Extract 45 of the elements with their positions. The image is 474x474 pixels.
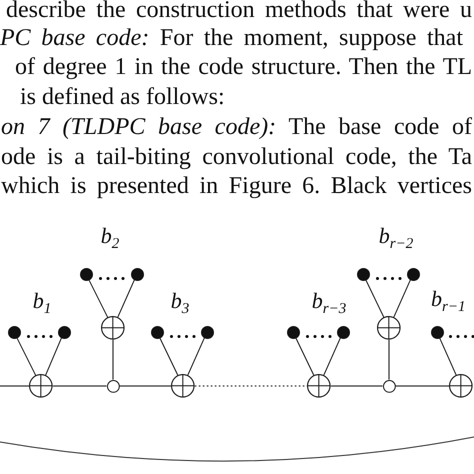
text-line: which is presented in Figure 6. Black vertices [1, 176, 472, 196]
filled-dot [130, 268, 144, 280]
text-line: describe the construction methods that were u [6, 0, 472, 20]
connector-line [159, 337, 178, 376]
filled-dot [406, 268, 420, 280]
filled-dot [430, 326, 444, 338]
connector-line [295, 337, 314, 376]
text-line: is defined as follows: [20, 87, 225, 107]
small-circle [106, 380, 120, 392]
connector-line [323, 337, 341, 376]
connector-line [439, 337, 457, 376]
filled-dot [58, 326, 70, 338]
math-label: b$_{2}$ [100, 225, 120, 247]
text-line: on 7 (TLDPC base code): The base code of [1, 117, 472, 137]
math-label: b$_{r−3}$ [312, 290, 346, 312]
filled-dot [286, 326, 300, 338]
circled-plus [29, 374, 53, 398]
connector-line [393, 279, 411, 318]
filled-dot [80, 268, 92, 280]
text-line: of degree 1 in the code structure. Then the TL [15, 57, 472, 77]
text-line: ode is a tail-biting convolutional code, the Ta [1, 147, 472, 167]
filled-dot [150, 326, 164, 338]
filled-dot [356, 268, 370, 280]
connector-line [187, 337, 205, 376]
math-label: b$_{3}$ [170, 290, 190, 312]
connector-line [16, 337, 36, 376]
math-label: b$_{1}$ [32, 290, 52, 312]
math-label: b$_{r−1}$ [431, 288, 466, 310]
math-label: b$_{r−2}$ [378, 225, 414, 247]
small-circle [382, 380, 396, 392]
connector-line [365, 279, 384, 318]
circled-plus [449, 374, 473, 398]
connector-line [45, 337, 62, 376]
filled-dot [8, 326, 20, 338]
circled-plus [307, 374, 331, 398]
text-line: PC base code: For the moment, suppose that [0, 28, 464, 48]
filled-dot [200, 326, 214, 338]
circled-plus [101, 316, 125, 340]
circled-plus [171, 374, 195, 398]
connector-line [88, 279, 108, 318]
filled-dot [336, 326, 350, 338]
circled-plus [377, 316, 401, 340]
connector-line [117, 279, 135, 318]
connector-line [112, 339, 114, 380]
connector-line [388, 339, 390, 380]
